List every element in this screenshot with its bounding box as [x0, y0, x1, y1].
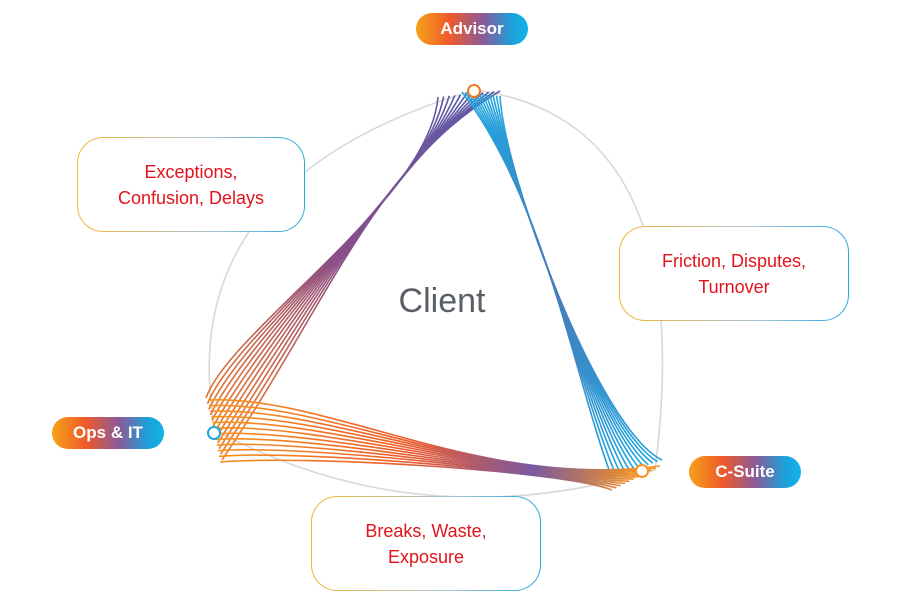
node-marker-ops — [207, 426, 221, 440]
ribbon-strand — [212, 93, 467, 427]
ribbon-strand — [221, 90, 501, 461]
ribbon-strand — [209, 404, 656, 472]
ribbon-strand — [213, 426, 639, 478]
ribbon-advisor-ops — [205, 90, 501, 461]
ribbon-strand — [211, 415, 647, 475]
callout-advisor-csuite: Friction, Disputes, Turnover — [619, 226, 849, 321]
ribbon-strand — [207, 399, 661, 471]
node-marker-csuite — [635, 464, 649, 478]
callout-text: Friction, Disputes, — [661, 250, 807, 271]
ribbon-advisor-csuite — [461, 91, 663, 479]
ribbon-strand — [211, 94, 462, 421]
node-advisor: Advisor — [416, 13, 528, 45]
center-label: Client — [398, 282, 486, 320]
ribbon-strand — [210, 410, 652, 474]
callout-advisor-ops: Exceptions, Confusion, Delays — [77, 137, 305, 232]
ribbon-strand — [215, 438, 630, 483]
callout-ops-csuite: Breaks, Waste, Exposure — [311, 496, 541, 591]
node-c-suite: C-Suite — [689, 456, 801, 488]
ribbon-ops-csuite — [207, 399, 661, 491]
ribbon-strand — [212, 421, 643, 477]
ribbon-strand — [214, 93, 473, 433]
ribbon-strand — [209, 95, 456, 416]
ribbon-strand — [216, 92, 484, 444]
callout-text: Breaks, Waste, — [365, 520, 487, 541]
ribbon-strand — [219, 459, 613, 491]
callout-text: Exceptions, — [144, 161, 238, 182]
ribbon-strand — [218, 454, 617, 489]
callout-text: Turnover — [698, 276, 770, 297]
ribbon-strand — [214, 432, 634, 480]
node-marker-advisor — [467, 84, 481, 98]
ribbon-strand — [215, 92, 479, 438]
ribbon-strand — [216, 443, 626, 485]
node-ops-it: Ops & IT — [52, 417, 164, 449]
ribbon-strand — [217, 448, 621, 487]
callout-text: Confusion, Delays — [117, 187, 265, 208]
ribbon-strand — [499, 95, 663, 461]
callout-text: Exposure — [387, 546, 465, 567]
